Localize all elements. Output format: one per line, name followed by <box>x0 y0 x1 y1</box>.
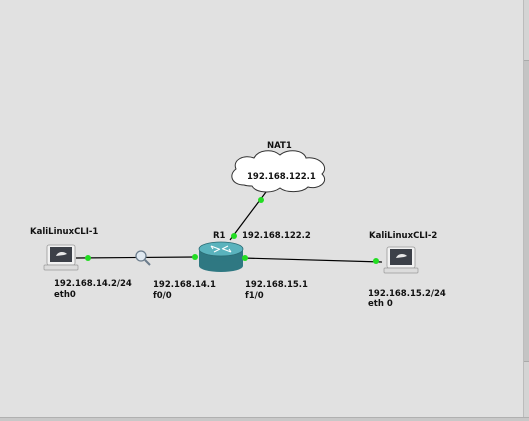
link-status-indicator <box>192 254 198 260</box>
kali1-ip-label: 192.168.14.2/24 <box>54 279 132 289</box>
kali2-host-icon[interactable] <box>383 246 419 274</box>
kali1-interface-label: eth0 <box>54 290 76 300</box>
packet-capture-icon[interactable] <box>135 250 151 266</box>
horizontal-scrollbar[interactable] <box>0 417 529 421</box>
link-status-indicator <box>373 258 379 264</box>
nat1-cloud-icon[interactable] <box>231 150 326 193</box>
link-status-indicator <box>85 255 91 261</box>
link-status-indicator <box>231 233 237 239</box>
kali2-interface-label: eth 0 <box>368 299 393 309</box>
kali1-name-label: KaliLinuxCLI-1 <box>30 227 99 237</box>
r1-nat-side-ip-label: 192.168.122.2 <box>242 231 311 241</box>
r1-f0-0-interface-label: f0/0 <box>153 291 172 301</box>
link-r1-kali2[interactable] <box>242 257 383 263</box>
r1-f1-0-ip-label: 192.168.15.1 <box>245 280 308 290</box>
vertical-scrollbar[interactable] <box>523 0 529 421</box>
kali1-host-icon[interactable] <box>43 244 79 271</box>
router-r1-name-label: R1 <box>213 231 226 241</box>
nat1-ip-label: 192.168.122.1 <box>247 172 316 182</box>
vertical-scrollbar-thumb[interactable] <box>524 60 529 362</box>
kali2-name-label: KaliLinuxCLI-2 <box>369 231 438 241</box>
nat1-name-label: NAT1 <box>267 141 292 151</box>
kali2-ip-label: 192.168.15.2/24 <box>368 289 446 299</box>
link-status-indicator <box>242 255 248 261</box>
router-r1-icon[interactable] <box>198 241 244 272</box>
r1-f0-0-ip-label: 192.168.14.1 <box>153 280 216 290</box>
link-status-indicator <box>258 197 264 203</box>
r1-f1-0-interface-label: f1/0 <box>245 291 264 301</box>
